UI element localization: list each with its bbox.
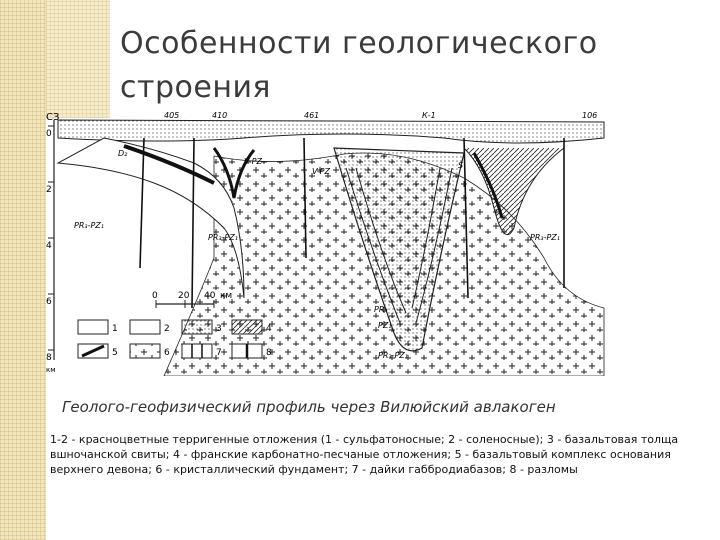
unit-label: PR₃	[374, 305, 388, 314]
depth-tick-label: 4	[46, 241, 52, 251]
figure-legend: 1 2 3 4 5 6 7 8	[77, 319, 272, 359]
central-graben	[333, 147, 465, 352]
legend-number: 5	[112, 348, 118, 358]
depth-axis: СЗ 0 2 4 6 8 км	[46, 112, 59, 374]
well-label: 410	[212, 111, 227, 120]
depth-tick-label: 6	[46, 297, 52, 307]
decorative-corner-block	[46, 0, 110, 118]
scale-value: 20	[178, 291, 190, 301]
scale-unit: км	[220, 291, 232, 301]
well-label: 461	[304, 111, 319, 120]
fault-lines	[139, 137, 565, 309]
well-label: 405	[164, 111, 179, 120]
legend-number: 3	[216, 324, 222, 334]
scale-bar: 0 20 40 км	[152, 291, 232, 308]
unit-label: PZ₁	[378, 321, 392, 330]
unit-label: V-PZ	[312, 167, 330, 176]
corner-label: СЗ	[46, 112, 59, 123]
scale-value: 0	[152, 291, 158, 301]
legend-number: 7	[216, 348, 222, 358]
title-line-2: строения	[120, 70, 271, 105]
legend-description: 1-2 - красноцветные терригенные отложени…	[50, 433, 679, 476]
scale-value: 40	[204, 291, 216, 301]
legend-number: 6	[164, 348, 170, 358]
unit-label: PR₃-PZ₁	[74, 221, 104, 230]
depth-unit-label: км	[46, 366, 56, 374]
slide-title: Особенности геологического строения	[120, 22, 680, 110]
profile-drawing: СЗ 0 2 4 6 8 км	[46, 111, 605, 377]
unit-labels: D₂ PR₃-PZ₁ PR₃-PZ₁ V-PZ V-PZ PR₃ PZ₁ PR₃…	[74, 149, 560, 360]
legend-number: 2	[164, 324, 170, 334]
legend-number: 1	[112, 324, 118, 334]
well-label: 106	[582, 111, 597, 120]
unit-label: PR₃-PZ₁	[208, 233, 238, 242]
unit-label: S	[458, 161, 463, 170]
depth-tick-label: 2	[46, 185, 52, 195]
depth-tick-label: 8	[46, 353, 52, 363]
legend-number: 4	[266, 324, 272, 334]
decorative-strip	[0, 0, 46, 540]
title-line-1: Особенности геологического	[120, 26, 598, 61]
unit-label: PR₃-PZ₁	[378, 351, 408, 360]
sediment-cover	[57, 119, 605, 144]
unit-label: D₂	[118, 149, 128, 158]
figure-caption: Геолого-геофизический профиль через Вилю…	[62, 398, 556, 416]
well-markers: 405 410 461 К-1 106	[164, 111, 597, 120]
legend-number: 8	[266, 348, 272, 358]
depth-tick-label: 0	[46, 129, 52, 139]
unit-label: PR₃-PZ₁	[530, 233, 560, 242]
well-label: К-1	[422, 111, 436, 120]
geological-profile-figure: СЗ 0 2 4 6 8 км	[44, 108, 620, 377]
unit-label: V-PZ	[244, 157, 262, 166]
right-trough	[463, 147, 565, 236]
